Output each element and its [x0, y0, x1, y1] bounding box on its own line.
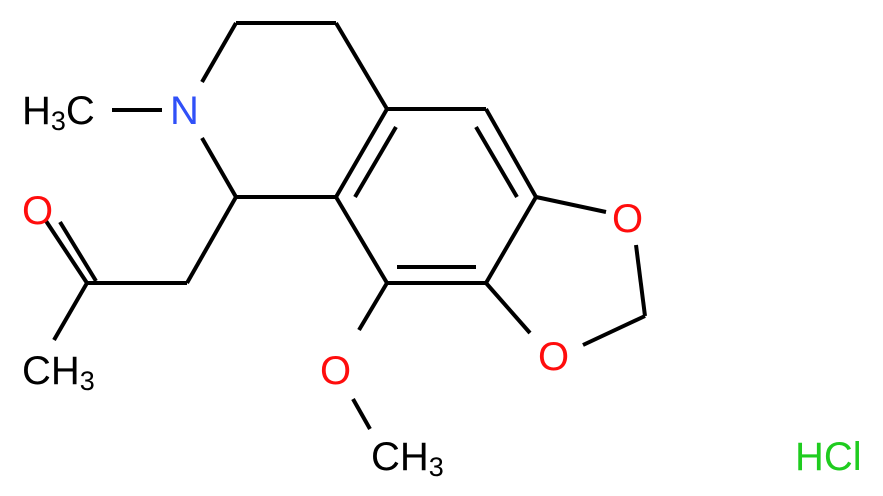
bond-c9-c9a: [484, 108, 538, 198]
bond-o-upper-ch2: [634, 244, 647, 317]
bond-ch2-o-lower: [582, 314, 646, 347]
atom-labels: H3C N O CH3 O O O CH3 HCl: [22, 89, 862, 482]
n-methyl-label: H3C: [22, 89, 95, 136]
carbonyl-oxygen-label: O: [22, 189, 53, 233]
bond-c4-o-methoxy: [357, 281, 389, 332]
bond-c4-c4a: [334, 195, 389, 285]
hcl-salt-label: HCl: [795, 435, 862, 479]
bond-carbonyl-ch3: [52, 281, 89, 342]
bond-o-methoxy-ch3: [351, 398, 372, 430]
bond-n-c5: [200, 137, 238, 198]
bond-c4a-c8a-inner: [353, 125, 398, 199]
bond-c9a-c3a: [484, 195, 538, 285]
dioxole-oxygen-lower-label: O: [538, 335, 569, 379]
methoxy-oxygen-label: O: [320, 349, 351, 393]
acetyl-methyl-label: CH3: [22, 349, 95, 396]
bond-c4a-c8a: [334, 107, 389, 199]
bond-n-c7: [200, 22, 238, 83]
bond-c9a-o-upper: [535, 195, 607, 214]
bond-carbonyl-o: [44, 219, 89, 285]
nitrogen-label: N: [170, 89, 199, 133]
bond-c8-c8a: [334, 21, 389, 111]
methoxy-methyl-label: CH3: [371, 435, 444, 482]
dioxole-oxygen-upper-label: O: [612, 197, 643, 241]
bond-o-lower-c3a: [484, 281, 532, 335]
bond-c5-ch2: [185, 196, 238, 284]
bonds: [44, 21, 647, 430]
bond-carbonyl-o-inner: [58, 220, 98, 283]
bond-c9-c9a-inner: [474, 125, 519, 199]
